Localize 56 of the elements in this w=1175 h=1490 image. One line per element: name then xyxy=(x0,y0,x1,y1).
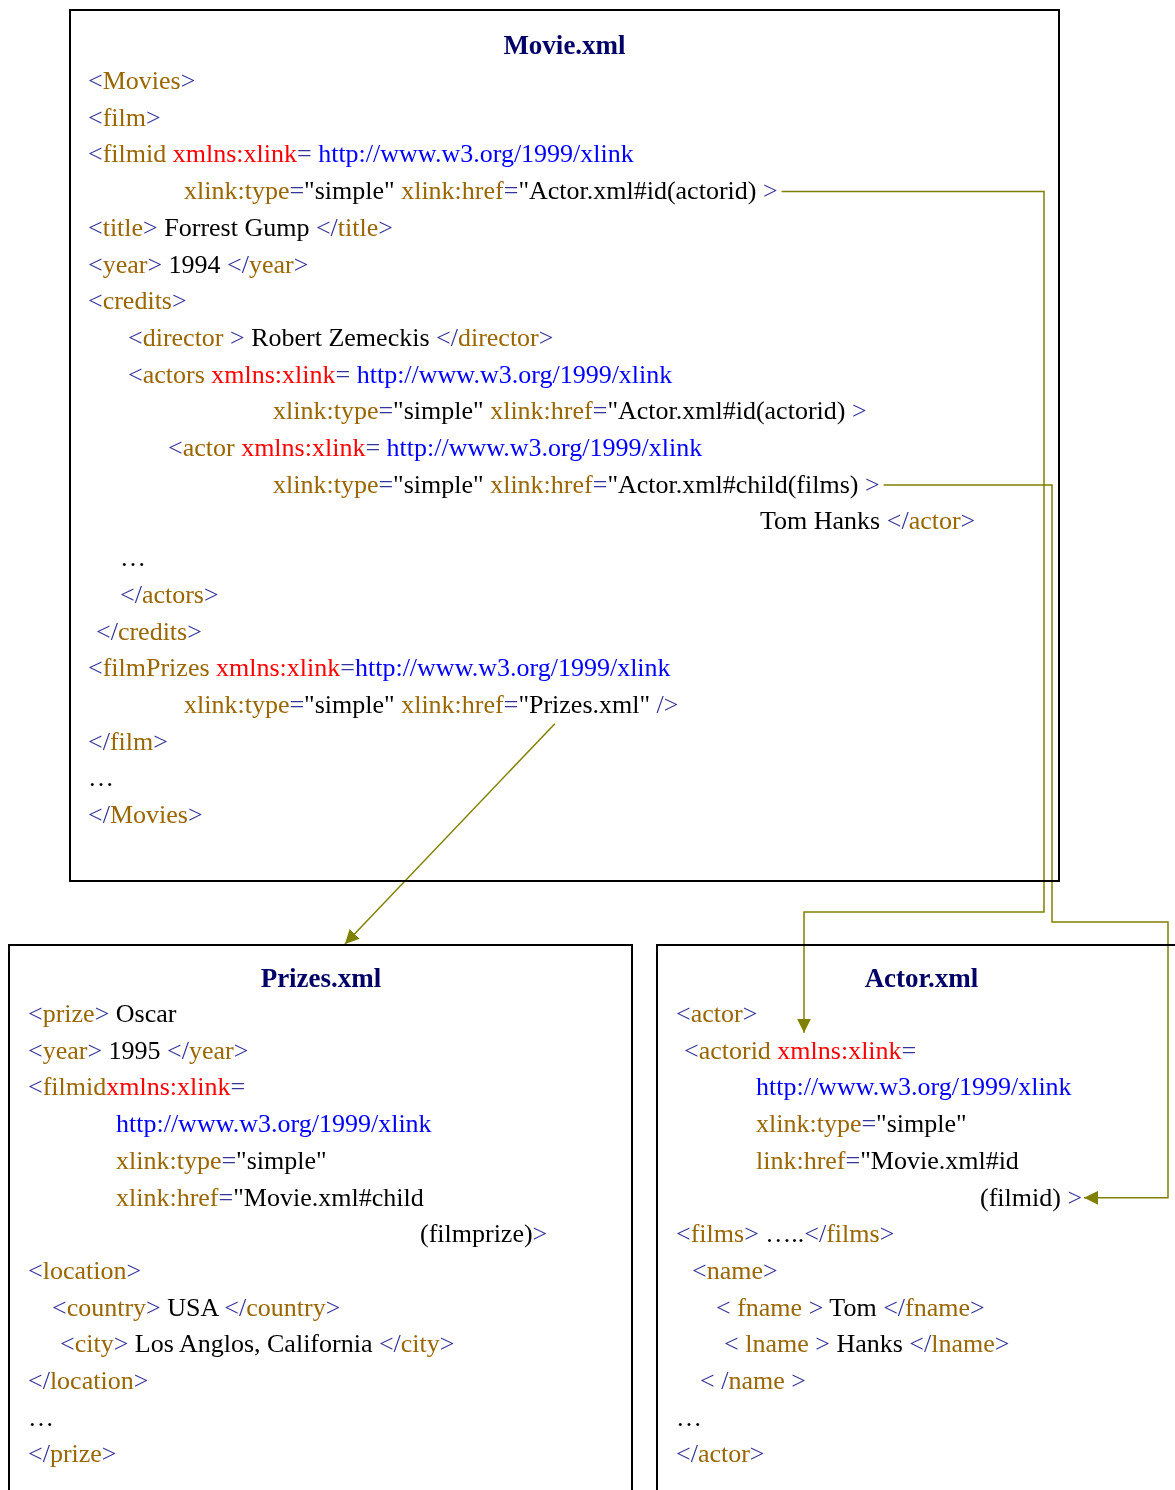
code-line: xlink:type="simple" xyxy=(116,1142,327,1180)
code-line: < fname > Tom </fname> xyxy=(716,1289,985,1327)
code-line: <actors xmlns:xlink= http://www.w3.org/1999/xlink xyxy=(128,356,673,394)
code-line: http://www.w3.org/1999/xlink xyxy=(756,1069,1072,1107)
code-line: < /name > xyxy=(700,1363,806,1400)
code-line: </prize> xyxy=(28,1436,117,1474)
code-line: </actors> xyxy=(120,576,219,614)
code-line: … xyxy=(676,1399,702,1437)
code-line: Tom Hanks </actor> xyxy=(760,503,976,541)
code-line: … xyxy=(120,540,146,577)
code-line: (filmid) > xyxy=(980,1179,1083,1217)
code-line: xlink:href="Movie.xml#child xyxy=(116,1179,424,1217)
code-line: <actor> xyxy=(676,996,758,1033)
code-line: xlink:type="simple" xlink:href="Actor.xml#id(actorid) > xyxy=(273,393,867,431)
connector-arrow xyxy=(882,484,1169,1205)
code-line: <year> 1994 </year> xyxy=(88,246,309,284)
code-line: xlink:type="simple" xlink:href="Actor.xml#child(films) > xyxy=(273,466,880,504)
code-line: link:href="Movie.xml#id xyxy=(756,1142,1019,1180)
code-line: <actorid xmlns:xlink= xyxy=(684,1032,917,1070)
code-panel xyxy=(69,9,1060,882)
code-line: <name> xyxy=(692,1252,778,1290)
panel-title: Actor.xml xyxy=(864,962,979,995)
code-line: </credits> xyxy=(96,613,202,651)
code-line: xlink:type="simple" xlink:href="Actor.xml#id(actorid) > xyxy=(184,173,778,210)
connector-arrow xyxy=(344,722,556,945)
code-line: <location> xyxy=(28,1252,142,1290)
code-line: xlink:type="simple" xlink:href="Prizes.xml" /> xyxy=(184,686,679,724)
code-line: … xyxy=(88,760,114,798)
code-line: <Movies> xyxy=(88,63,196,100)
code-line: <title> Forrest Gump </title> xyxy=(88,209,393,247)
code-line: <films> …..</films> xyxy=(676,1216,895,1253)
connector-arrow xyxy=(780,190,1045,1034)
code-line: (filmprize)> xyxy=(420,1216,548,1253)
code-line: <director > Robert Zemeckis </director> xyxy=(128,319,554,357)
code-line: </actor> xyxy=(676,1436,765,1474)
code-line: <prize> Oscar xyxy=(28,996,177,1033)
panel-title: Prizes.xml xyxy=(260,962,382,995)
code-panel xyxy=(656,944,1175,1490)
code-line: <filmPrizes xmlns:xlink=http://www.w3.org/1999/xlink xyxy=(88,650,671,687)
code-line: <credits> xyxy=(88,283,187,320)
code-panel xyxy=(8,944,633,1490)
code-line: <year> 1995 </year> xyxy=(28,1032,249,1070)
code-line: <city> Los Anglos, California </city> xyxy=(60,1326,455,1364)
panel-title: Movie.xml xyxy=(503,29,626,62)
code-line: xlink:type="simple" xyxy=(756,1106,967,1143)
code-line: <country> USA </country> xyxy=(52,1289,341,1327)
code-line: … xyxy=(28,1399,54,1437)
code-line: </film> xyxy=(88,723,168,761)
code-line: </Movies> xyxy=(88,797,203,834)
code-line: <film> xyxy=(88,99,161,137)
code-line: < lname > Hanks </lname> xyxy=(724,1326,1010,1364)
code-line: <filmid xmlns:xlink= http://www.w3.org/1999/xlink xyxy=(88,136,634,174)
code-line: </location> xyxy=(28,1363,149,1400)
code-line: <filmidxmlns:xlink= xyxy=(28,1069,246,1107)
code-line: http://www.w3.org/1999/xlink xyxy=(116,1106,432,1143)
code-line: <actor xmlns:xlink= http://www.w3.org/1999/xlink xyxy=(168,430,703,467)
